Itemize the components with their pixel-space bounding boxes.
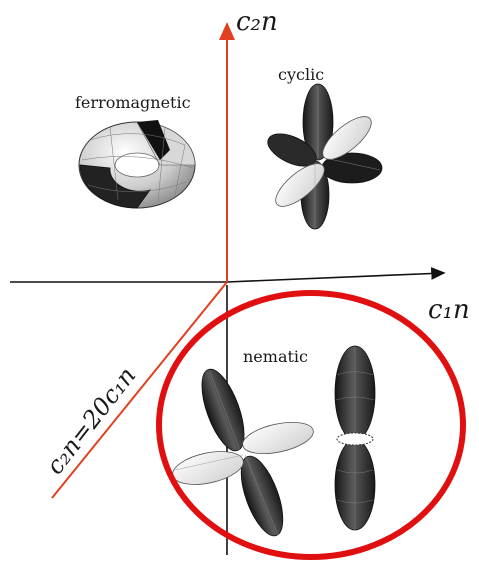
nematic-label: nematic [243, 347, 308, 366]
nematic-polar-orbital-icon [335, 346, 375, 530]
cyclic-label: cyclic [278, 65, 324, 84]
boundary-label: c₂n=20c₁n [41, 362, 142, 480]
x-axis-positive [227, 273, 444, 282]
nematic-highlight-ring [159, 293, 463, 557]
x-axis-label: c₁n [428, 295, 470, 325]
ferromagnetic-orbital-icon [79, 120, 195, 208]
nematic-cross-orbital-icon [170, 364, 316, 541]
cyclic-orbital-icon [263, 84, 382, 229]
y-axis-label: c₂n [236, 7, 278, 37]
ferromagnetic-label: ferromagnetic [75, 93, 191, 112]
